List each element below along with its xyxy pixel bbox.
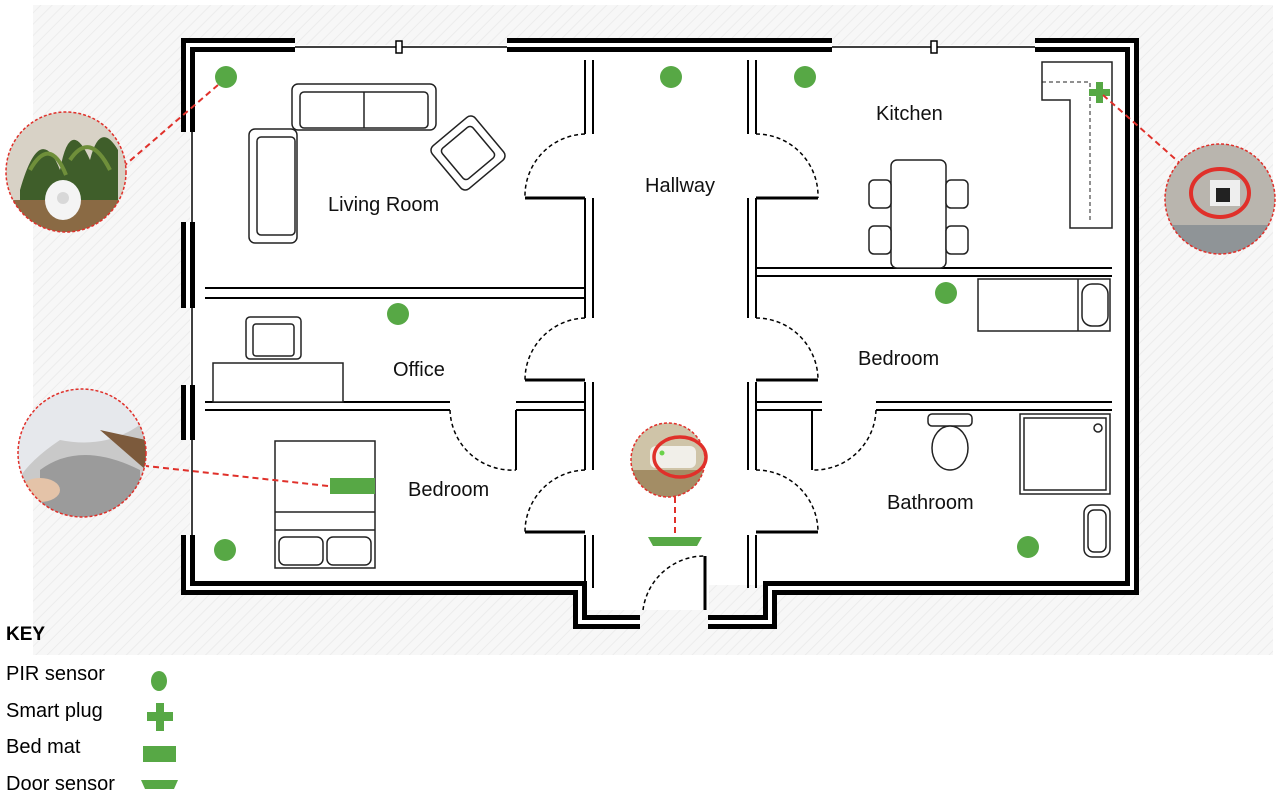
door-swings (449, 133, 877, 611)
bedroom-bath-unit (977, 278, 1111, 332)
room-label-bedroom-right: Bedroom (858, 348, 939, 370)
room-label-hallway: Hallway (645, 175, 715, 197)
bed-mat-marker (330, 478, 375, 494)
bathroom-sink (1083, 504, 1111, 558)
key-label-door-sensor: Door sensor (6, 773, 115, 795)
office-desk (212, 362, 344, 403)
key-label-bed-mat: Bed mat (6, 736, 81, 758)
callout-photo-bed-mat (17, 388, 147, 518)
sofa-left (248, 128, 298, 244)
bed (274, 440, 376, 569)
room-label-kitchen: Kitchen (876, 103, 943, 125)
room-label-bedroom-left: Bedroom (408, 479, 489, 501)
pir-sensors (214, 66, 1039, 561)
pir-sensor-kitchen (794, 66, 816, 88)
office-chair (245, 316, 302, 360)
door-sensor-marker (648, 537, 702, 546)
callout-photo-smart-plug (1164, 143, 1276, 255)
smart-plug-icon (147, 703, 173, 731)
pir-sensor-bathroom (1017, 536, 1039, 558)
callout-photo-pir-sensor (5, 111, 127, 233)
toilet (927, 413, 973, 471)
key-title: KEY (6, 624, 46, 645)
callout-lines (109, 84, 1183, 535)
smart-plug-marker (1089, 82, 1110, 103)
pir-sensor-icon (151, 671, 167, 691)
pir-sensor-hallway (660, 66, 682, 88)
dining-set (868, 159, 969, 269)
callout-photo-door-sensor (630, 422, 708, 498)
room-label-living-room: Living Room (328, 194, 439, 216)
pir-sensor-bedroom-left (214, 539, 236, 561)
furniture (212, 61, 1113, 569)
bed-mat-icon (143, 746, 176, 762)
outer-walls (181, 38, 1139, 629)
pir-sensor-office (387, 303, 409, 325)
armchair (430, 115, 506, 191)
entrance-floor (584, 560, 709, 610)
door-sensor-icon (141, 780, 178, 789)
windows (191, 40, 1035, 535)
key-label-pir-sensor: PIR sensor (6, 663, 105, 685)
key-label-smart-plug: Smart plug (6, 700, 103, 722)
sofa-top (291, 83, 437, 131)
pir-sensor-living-room (215, 66, 237, 88)
pir-sensor-bedroom-right (935, 282, 957, 304)
room-label-bathroom: Bathroom (887, 492, 974, 514)
room-label-office: Office (393, 359, 445, 381)
kitchen-counter (1041, 61, 1113, 229)
shower (1019, 413, 1111, 495)
